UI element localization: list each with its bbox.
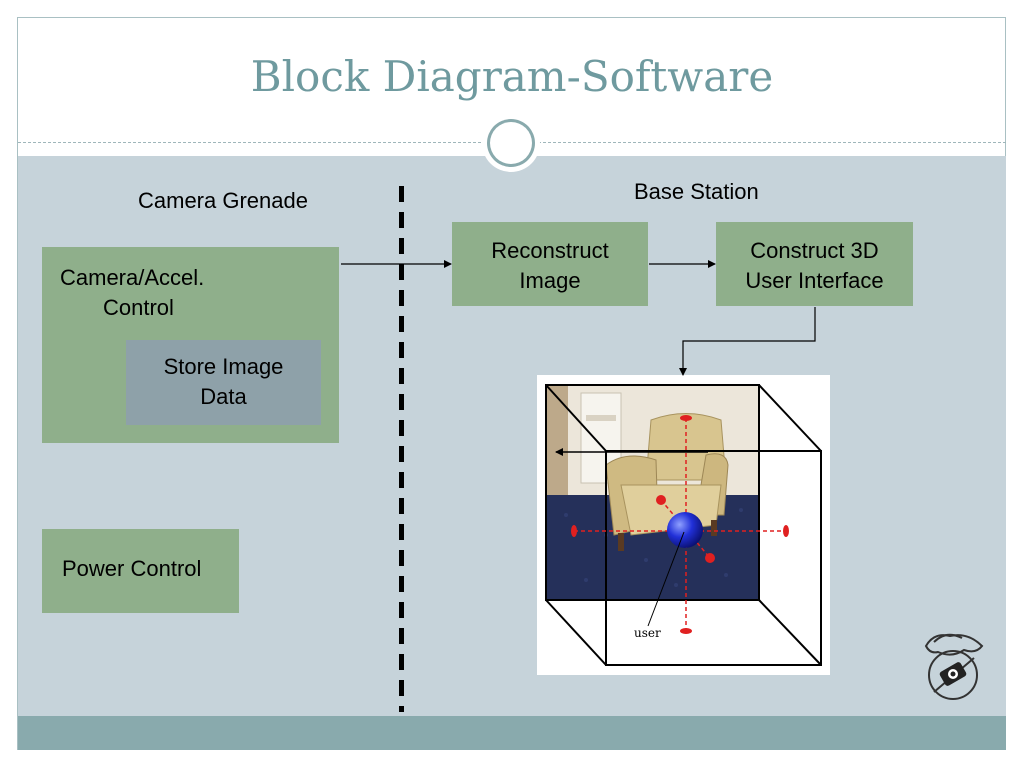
reconstruct-line1: Reconstruct bbox=[491, 238, 609, 263]
camera-grenade-label: Camera Grenade bbox=[138, 188, 308, 213]
base-station-label: Base Station bbox=[634, 179, 759, 204]
store-image-line1: Store Image bbox=[163, 354, 284, 379]
room-photo bbox=[546, 385, 759, 600]
camera-accel-line1: Camera/Accel. bbox=[60, 265, 205, 290]
construct-3d-ui-block: Construct 3D User Interface bbox=[716, 222, 913, 306]
construct-line1: Construct 3D bbox=[750, 238, 879, 263]
slide-title: Block Diagram-Software bbox=[250, 52, 774, 101]
power-control-label: Power Control bbox=[62, 556, 202, 581]
footer-band bbox=[18, 716, 1006, 750]
store-image-data-block: Store Image Data bbox=[126, 340, 321, 425]
reconstruct-image-block: Reconstruct Image bbox=[452, 222, 648, 306]
construct-line2: User Interface bbox=[745, 268, 884, 293]
divider-line bbox=[399, 186, 404, 712]
power-control-block: Power Control bbox=[42, 529, 239, 613]
camera-accel-line2: Control bbox=[103, 295, 174, 320]
user-marker-label: user bbox=[634, 626, 661, 640]
camera-logo-icon bbox=[924, 633, 984, 700]
store-image-line2: Data bbox=[200, 384, 247, 409]
title-ornament-inner bbox=[490, 122, 532, 164]
reconstruct-line2: Image bbox=[519, 268, 581, 293]
